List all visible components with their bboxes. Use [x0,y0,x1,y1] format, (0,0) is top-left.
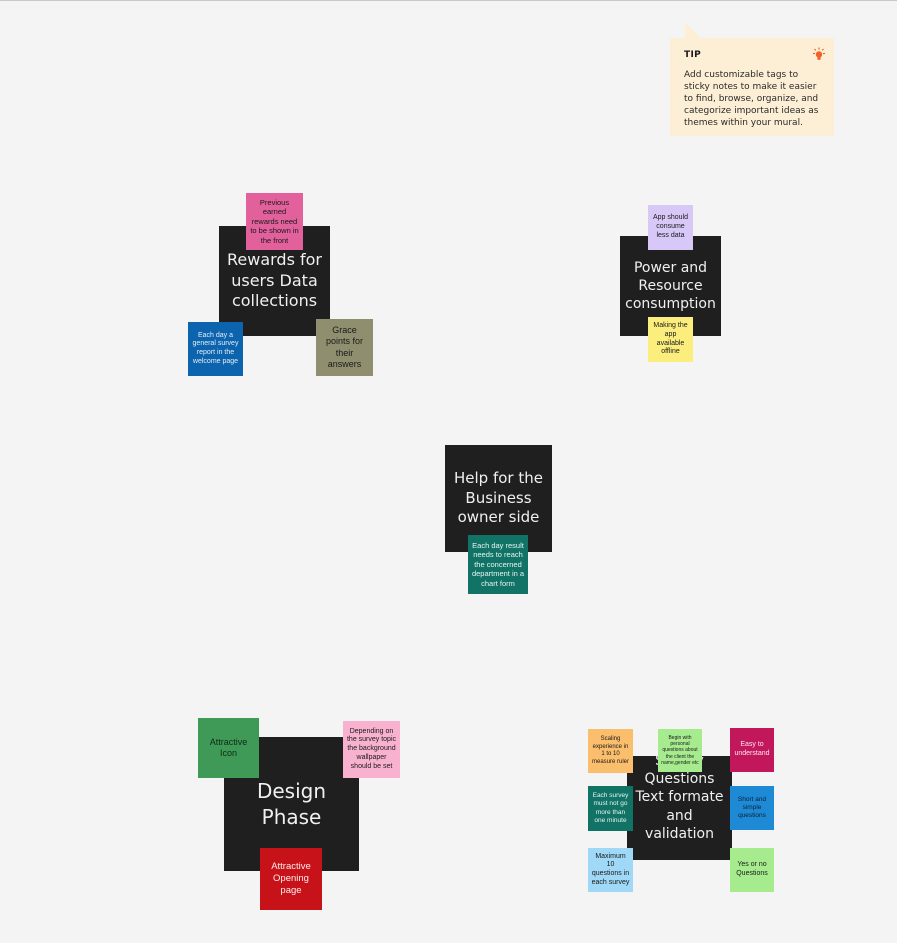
lightbulb-icon [813,47,825,60]
note-attractive-icon[interactable]: Attractive Icon [198,718,259,778]
tip-callout: TIP Add customizable tags to sticky note… [670,38,834,136]
note-daily-survey-report[interactable]: Each day a general survey report in the … [188,322,243,376]
note-grace-points[interactable]: Grace points for their answers [316,319,373,376]
note-personal-questions[interactable]: Begin with personal questions about the … [658,729,702,772]
tip-title: TIP [684,50,701,60]
note-easy-to-understand[interactable]: Easy to understand [730,728,774,772]
tip-body: Add customizable tags to sticky notes to… [684,70,819,128]
note-max-questions[interactable]: Maximum 10 questions in each survey [588,848,633,892]
note-yes-no-questions[interactable]: Yes or no Questions [730,848,774,892]
note-scaling-experience[interactable]: Scaling experience in 1 to 10 measure ru… [588,729,633,773]
note-consume-less-data[interactable]: App should consume less data [648,205,693,250]
note-daily-result[interactable]: Each day result needs to reach the conce… [468,535,528,594]
heading-survey[interactable]: Survey Questions Text formate and valida… [627,753,732,860]
heading-help[interactable]: Help for the Business owner side [445,445,552,552]
note-short-questions[interactable]: Short and simple questions [730,786,774,830]
tip-callout-tail [685,22,701,38]
top-divider [0,0,897,1]
note-background-wallpaper[interactable]: Depending on the survey topic the backgr… [343,721,400,778]
note-previous-rewards[interactable]: Previous earned rewards need to be shown… [246,193,303,250]
note-available-offline[interactable]: Making the app available offline [648,317,693,362]
note-opening-page[interactable]: Attractive Opening page [260,848,322,910]
note-survey-time[interactable]: Each survey must not go more than one mi… [588,786,633,831]
